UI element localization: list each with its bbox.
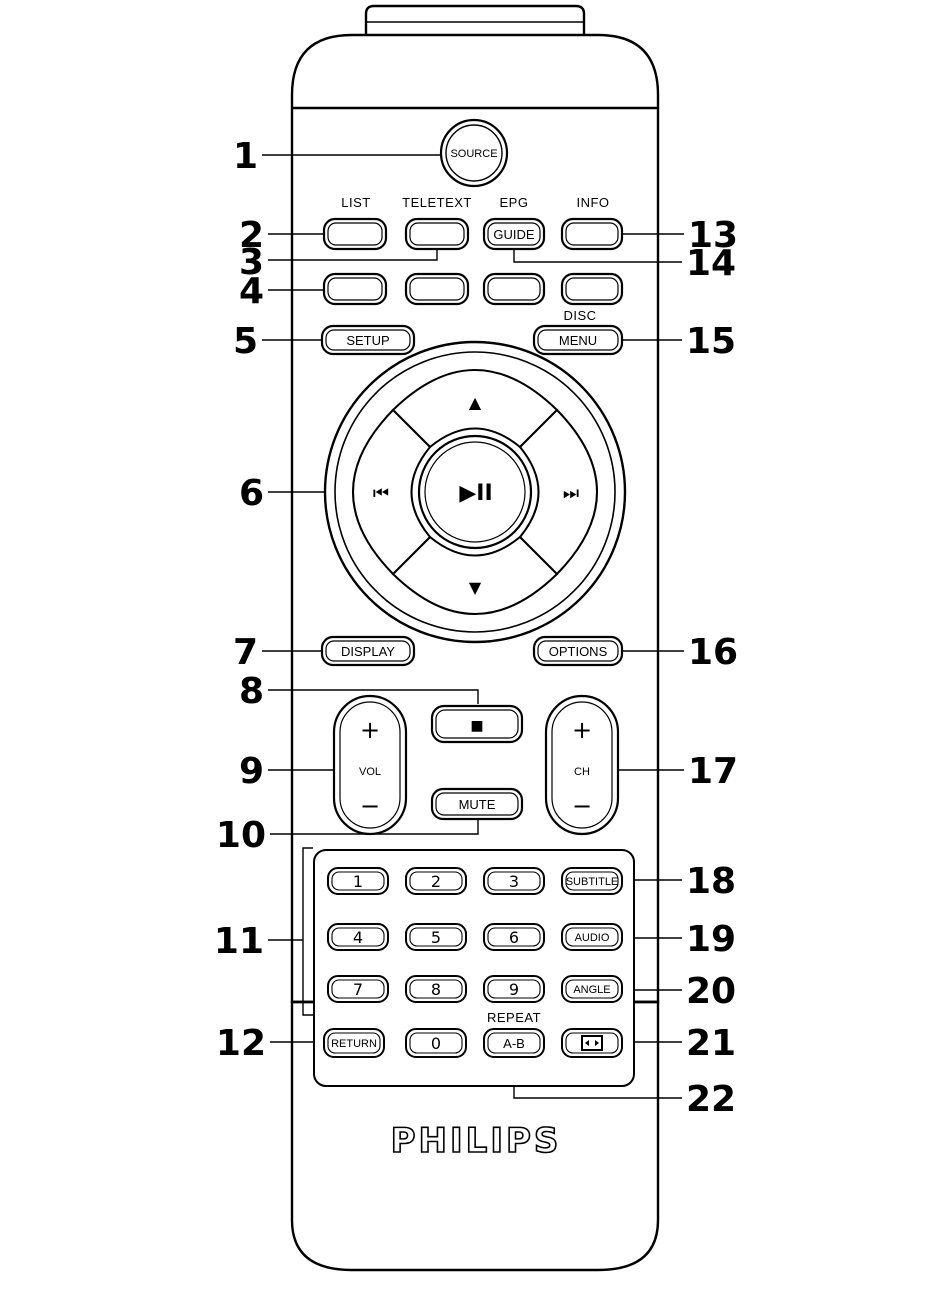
- digit-4-label: 4: [353, 928, 363, 947]
- disc-label: DISC: [563, 308, 596, 323]
- down-arrow-icon: ▼: [469, 578, 482, 597]
- digit-5-button[interactable]: 5: [406, 924, 466, 950]
- channel-rocker[interactable]: + CH −: [546, 696, 618, 834]
- source-button[interactable]: SOURCE: [441, 120, 507, 186]
- callout-20: 20: [686, 971, 736, 1012]
- digit-3-label: 3: [509, 872, 519, 891]
- options-label: OPTIONS: [549, 644, 608, 659]
- callout-12: 12: [216, 1023, 266, 1064]
- callout-18: 18: [686, 861, 736, 902]
- mute-label: MUTE: [459, 797, 496, 812]
- stop-button[interactable]: ■: [432, 706, 522, 742]
- subtitle-button[interactable]: SUBTITLE: [562, 868, 622, 894]
- return-label: RETURN: [331, 1038, 377, 1050]
- setup-label: SETUP: [346, 333, 389, 348]
- volume-rocker[interactable]: + VOL −: [334, 696, 406, 834]
- ch-label: CH: [574, 766, 590, 778]
- guide-button[interactable]: GUIDE: [484, 219, 544, 249]
- color-key-1[interactable]: [324, 274, 386, 304]
- stop-icon: ■: [470, 718, 483, 734]
- callout-8: 8: [239, 671, 264, 712]
- color-key-2[interactable]: [406, 274, 468, 304]
- setup-button[interactable]: SETUP: [322, 326, 414, 354]
- mute-button[interactable]: MUTE: [432, 789, 522, 819]
- digit-1-label: 1: [353, 872, 363, 891]
- display-button[interactable]: DISPLAY: [322, 637, 414, 665]
- callout-15: 15: [686, 321, 736, 362]
- callout-4: 4: [239, 271, 264, 312]
- channel-up-icon: +: [572, 716, 592, 744]
- digit-7-button[interactable]: 7: [328, 976, 388, 1002]
- volume-down-icon: −: [360, 792, 380, 820]
- callout-19: 19: [686, 919, 736, 960]
- digit-5-label: 5: [431, 928, 441, 947]
- callout-5: 5: [233, 321, 258, 362]
- repeat-ab-button[interactable]: A-B: [484, 1029, 544, 1057]
- callout-1: 1: [233, 136, 258, 177]
- digit-8-button[interactable]: 8: [406, 976, 466, 1002]
- teletext-label: TELETEXT: [402, 195, 472, 210]
- color-key-3[interactable]: [484, 274, 544, 304]
- next-icon: ⏭: [563, 483, 579, 504]
- color-key-4[interactable]: [562, 274, 622, 304]
- channel-down-icon: −: [572, 792, 592, 820]
- callout-11: 11: [214, 921, 264, 962]
- digit-6-label: 6: [509, 928, 519, 947]
- digit-8-label: 8: [431, 980, 441, 999]
- digit-0-button[interactable]: 0: [406, 1029, 466, 1057]
- audio-label: AUDIO: [575, 932, 610, 944]
- guide-label: GUIDE: [493, 227, 535, 242]
- brand-logo: PHILIPS: [391, 1121, 562, 1161]
- callout-21: 21: [686, 1023, 736, 1064]
- digit-3-button[interactable]: 3: [484, 868, 544, 894]
- digit-4-button[interactable]: 4: [328, 924, 388, 950]
- callout-10: 10: [216, 815, 266, 856]
- digit-0-label: 0: [431, 1034, 441, 1053]
- volume-up-icon: +: [360, 716, 380, 744]
- source-label: SOURCE: [450, 148, 497, 160]
- digit-9-button[interactable]: 9: [484, 976, 544, 1002]
- ab-label: A-B: [503, 1036, 525, 1051]
- callout-22: 22: [686, 1079, 736, 1120]
- menu-label: MENU: [559, 333, 597, 348]
- info-button[interactable]: [562, 219, 622, 249]
- digit-2-button[interactable]: 2: [406, 868, 466, 894]
- subtitle-label: SUBTITLE: [566, 876, 619, 888]
- disc-menu-button[interactable]: MENU: [534, 326, 622, 354]
- previous-icon: ⏮: [373, 483, 389, 504]
- display-label: DISPLAY: [341, 644, 395, 659]
- zoom-button[interactable]: [562, 1029, 622, 1057]
- digit-9-label: 9: [509, 980, 519, 999]
- list-label: LIST: [341, 195, 370, 210]
- play-pause-icon: ▶II: [459, 481, 492, 506]
- callout-6: 6: [239, 473, 264, 514]
- audio-button[interactable]: AUDIO: [562, 924, 622, 950]
- callout-14: 14: [686, 243, 736, 284]
- up-arrow-icon: ▲: [469, 393, 482, 412]
- play-pause-button[interactable]: ▶II: [419, 436, 531, 548]
- callout-16: 16: [688, 632, 738, 673]
- callout-17: 17: [688, 751, 738, 792]
- navigation-pad: ▲ ▼ ⏮ ⏭ ▶II: [325, 342, 625, 642]
- vol-label: VOL: [359, 766, 381, 778]
- digit-6-button[interactable]: 6: [484, 924, 544, 950]
- digit-2-label: 2: [431, 872, 441, 891]
- epg-label: EPG: [500, 195, 529, 210]
- info-label: INFO: [576, 195, 609, 210]
- repeat-label: REPEAT: [487, 1010, 541, 1025]
- digit-7-label: 7: [353, 980, 363, 999]
- return-button[interactable]: RETURN: [324, 1029, 384, 1057]
- angle-button[interactable]: ANGLE: [562, 976, 622, 1002]
- digit-1-button[interactable]: 1: [328, 868, 388, 894]
- options-button[interactable]: OPTIONS: [534, 637, 622, 665]
- callout-9: 9: [239, 751, 264, 792]
- angle-label: ANGLE: [573, 984, 610, 996]
- teletext-button[interactable]: [406, 219, 468, 249]
- list-button[interactable]: [324, 219, 386, 249]
- callout-7: 7: [233, 632, 258, 673]
